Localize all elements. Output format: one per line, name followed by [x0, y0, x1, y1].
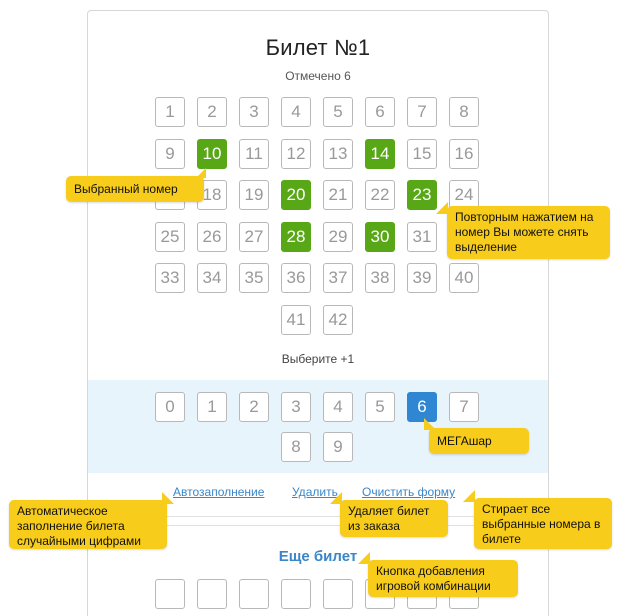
- choose-hint: Выберите +1: [281, 352, 355, 366]
- tooltip-delete: Удаляет билет из заказа: [340, 500, 448, 537]
- number-cell[interactable]: 27: [239, 222, 269, 252]
- megashar-cell[interactable]: 4: [323, 392, 353, 422]
- delete-link[interactable]: Удалить: [292, 485, 338, 499]
- megashar-cell[interactable]: 9: [323, 432, 353, 462]
- number-cell[interactable]: 39: [407, 263, 437, 293]
- tooltip-arrow: [162, 492, 174, 504]
- number-cell[interactable]: 16: [449, 139, 479, 169]
- tooltip-selected-number: Выбранный номер: [66, 176, 204, 202]
- tooltip-autofill-text: Автоматическое заполнение билета случайн…: [17, 504, 141, 548]
- number-cell[interactable]: 4: [281, 97, 311, 127]
- number-cell[interactable]: 38: [365, 263, 395, 293]
- number-cell[interactable]: 5: [323, 97, 353, 127]
- megashar-cell[interactable]: 6: [407, 392, 437, 422]
- divider: [88, 516, 548, 517]
- number-cell[interactable]: [197, 579, 227, 609]
- megashar-cell[interactable]: 2: [239, 392, 269, 422]
- number-cell[interactable]: [155, 579, 185, 609]
- megashar-cell[interactable]: 3: [281, 392, 311, 422]
- tooltip-arrow: [424, 418, 436, 430]
- number-cell[interactable]: 1: [155, 97, 185, 127]
- number-cell[interactable]: 20: [281, 180, 311, 210]
- number-cell[interactable]: 11: [239, 139, 269, 169]
- number-cell[interactable]: 13: [323, 139, 353, 169]
- tooltip-clear: Стирает все выбранные номера в билете: [474, 498, 612, 549]
- number-cell[interactable]: 9: [155, 139, 185, 169]
- number-cell[interactable]: 29: [323, 222, 353, 252]
- number-cell[interactable]: 28: [281, 222, 311, 252]
- number-cell[interactable]: 15: [407, 139, 437, 169]
- number-cell[interactable]: 36: [281, 263, 311, 293]
- tooltip-delete-text: Удаляет билет из заказа: [348, 504, 430, 533]
- number-cell[interactable]: [323, 579, 353, 609]
- autofill-link[interactable]: Автозаполнение: [173, 485, 265, 499]
- megashar-cell[interactable]: 7: [449, 392, 479, 422]
- number-cell[interactable]: 33: [155, 263, 185, 293]
- tooltip-megashar-text: МЕГАшар: [437, 434, 492, 448]
- number-cell[interactable]: 8: [449, 97, 479, 127]
- number-cell[interactable]: 19: [239, 180, 269, 210]
- megashar-cell[interactable]: 0: [155, 392, 185, 422]
- number-cell[interactable]: 12: [281, 139, 311, 169]
- number-cell[interactable]: 42: [323, 305, 353, 335]
- tooltip-deselect: Повторным нажатием на номер Вы можете сн…: [447, 206, 610, 259]
- divider: [88, 525, 548, 526]
- tooltip-add-text: Кнопка добавления игровой комбинации: [376, 564, 491, 593]
- tooltip-add: Кнопка добавления игровой комбинации: [368, 560, 518, 597]
- number-cell[interactable]: 37: [323, 263, 353, 293]
- tooltip-clear-text: Стирает все выбранные номера в билете: [482, 502, 601, 546]
- number-cell[interactable]: 22: [365, 180, 395, 210]
- number-cell[interactable]: 40: [449, 263, 479, 293]
- number-cell[interactable]: 30: [365, 222, 395, 252]
- tooltip-arrow: [330, 492, 342, 504]
- tooltip-autofill: Автоматическое заполнение билета случайн…: [9, 500, 167, 549]
- number-cell[interactable]: 26: [197, 222, 227, 252]
- tooltip-arrow: [196, 168, 206, 178]
- number-cell[interactable]: 14: [365, 139, 395, 169]
- ticket-actions: Автозаполнение Удалить Очистить форму: [88, 485, 548, 501]
- tooltip-selected-number-text: Выбранный номер: [74, 182, 178, 196]
- number-cell[interactable]: 21: [323, 180, 353, 210]
- tooltip-arrow: [463, 490, 475, 502]
- tooltip-deselect-text: Повторным нажатием на номер Вы можете сн…: [455, 210, 594, 254]
- number-cell[interactable]: [239, 579, 269, 609]
- tooltip-arrow: [358, 552, 370, 564]
- tooltip-megashar: МЕГАшар: [429, 428, 529, 454]
- number-cell[interactable]: 3: [239, 97, 269, 127]
- number-cell[interactable]: 10: [197, 139, 227, 169]
- number-cell[interactable]: 35: [239, 263, 269, 293]
- number-cell[interactable]: 6: [365, 97, 395, 127]
- add-ticket-button[interactable]: Еще билет: [278, 548, 358, 565]
- megashar-cell[interactable]: 5: [365, 392, 395, 422]
- number-cell[interactable]: 34: [197, 263, 227, 293]
- number-cell[interactable]: 41: [281, 305, 311, 335]
- number-cell[interactable]: 23: [407, 180, 437, 210]
- number-cell[interactable]: [281, 579, 311, 609]
- ticket-title: Билет №1: [265, 35, 371, 60]
- clear-form-link[interactable]: Очистить форму: [362, 485, 456, 499]
- number-cell[interactable]: 2: [197, 97, 227, 127]
- number-cell[interactable]: 31: [407, 222, 437, 252]
- number-cell[interactable]: 25: [155, 222, 185, 252]
- megashar-cell[interactable]: 8: [281, 432, 311, 462]
- marked-count: Отмечено 6: [285, 69, 351, 83]
- megashar-cell[interactable]: 1: [197, 392, 227, 422]
- tooltip-arrow: [436, 202, 448, 214]
- number-cell[interactable]: 7: [407, 97, 437, 127]
